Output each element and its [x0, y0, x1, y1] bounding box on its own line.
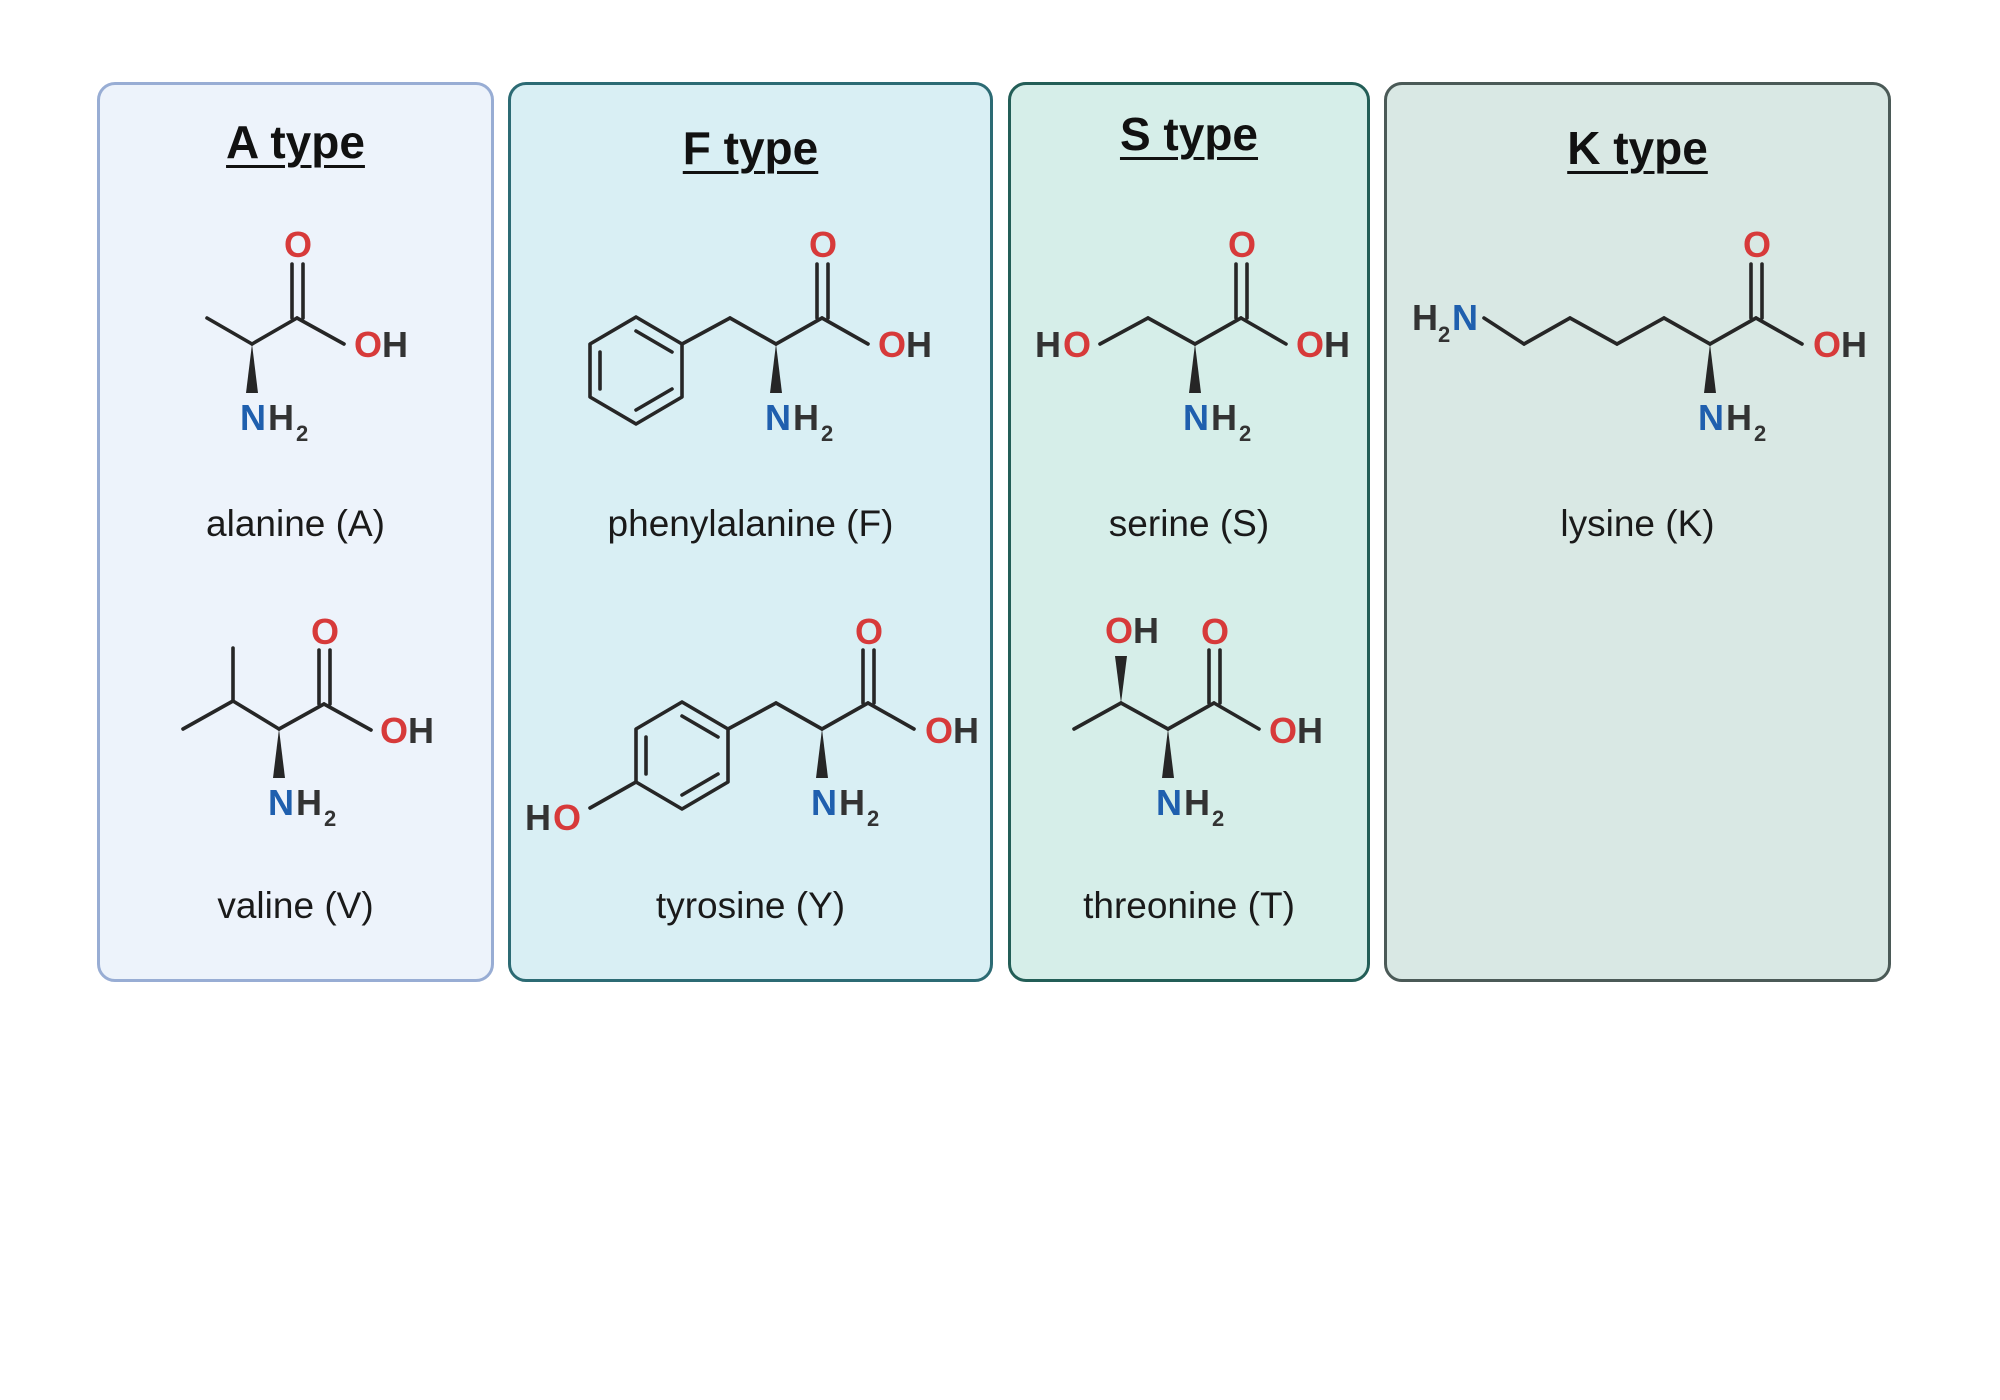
hydrogen-atom: H	[382, 324, 408, 365]
oxygen-atom: O	[553, 797, 581, 838]
hydrogen-atom: H	[1184, 782, 1210, 823]
subscript-2: 2	[324, 806, 336, 831]
panel-title: K type	[1567, 122, 1708, 174]
subscript-2: 2	[1438, 322, 1450, 347]
molecule-name: lysine (K)	[1560, 503, 1715, 544]
hydrogen-atom: H	[1841, 324, 1867, 365]
hydrogen-atom: H	[1297, 710, 1323, 751]
panel-title: S type	[1119, 108, 1259, 160]
nitrogen-atom: N	[1452, 297, 1478, 338]
panel-k-type: K type lysine (K)	[1384, 82, 1891, 982]
molecule-name: tyrosine (Y)	[655, 885, 846, 926]
oxygen-atom: O	[878, 324, 906, 365]
hydrogen-atom: H	[296, 782, 322, 823]
oxygen-atom: O	[1228, 224, 1256, 265]
hydrogen-atom: H	[1412, 297, 1438, 338]
panel-f-type: F type phenylalanine (F) tyrosine (Y)	[508, 82, 993, 982]
oxygen-atom: O	[1201, 611, 1229, 652]
oxygen-atom: O	[809, 224, 837, 265]
subscript-2: 2	[296, 421, 308, 446]
hydrogen-atom: H	[1726, 397, 1752, 438]
oxygen-atom: O	[925, 710, 953, 751]
nitrogen-atom: N	[1156, 782, 1182, 823]
hydrogen-atom: H	[906, 324, 932, 365]
nitrogen-atom: N	[268, 782, 294, 823]
serine-structure: H O O O H N H 2	[1035, 224, 1350, 446]
panel-s-type: S type serine (S) threonine (T)	[1008, 82, 1370, 982]
hydrogen-atom: H	[1211, 397, 1237, 438]
nitrogen-atom: N	[1698, 397, 1724, 438]
nitrogen-atom: N	[1183, 397, 1209, 438]
tyrosine-structure: H O O O H N H 2	[525, 611, 979, 838]
panel-title: A type	[226, 116, 365, 168]
hydrogen-atom: H	[793, 397, 819, 438]
panel-a-type: A type alanine (A) valine (V)	[97, 82, 494, 982]
oxygen-atom: O	[380, 710, 408, 751]
valine-structure: O O H N H 2	[181, 611, 434, 831]
oxygen-atom: O	[1105, 610, 1133, 651]
subscript-2: 2	[1754, 421, 1766, 446]
oxygen-atom: O	[1743, 224, 1771, 265]
oxygen-atom: O	[354, 324, 382, 365]
panel-title: F type	[682, 122, 819, 174]
molecule-name: serine (S)	[1108, 503, 1270, 544]
oxygen-atom: O	[1296, 324, 1324, 365]
lysine-structure: H 2 N O O H N H 2	[1412, 224, 1867, 446]
hydrogen-atom: H	[268, 397, 294, 438]
subscript-2: 2	[867, 806, 879, 831]
phenylalanine-structure: O O H N H 2	[588, 224, 932, 446]
hydrogen-atom: H	[839, 782, 865, 823]
nitrogen-atom: N	[240, 397, 266, 438]
nitrogen-atom: N	[765, 397, 791, 438]
molecule-name: alanine (A)	[206, 503, 385, 544]
hydrogen-atom: H	[1324, 324, 1350, 365]
molecule-name: valine (V)	[217, 885, 374, 926]
hydrogen-atom: H	[1133, 610, 1159, 651]
subscript-2: 2	[821, 421, 833, 446]
oxygen-atom: O	[1063, 324, 1091, 365]
subscript-2: 2	[1212, 806, 1224, 831]
oxygen-atom: O	[1813, 324, 1841, 365]
molecule-name: threonine (T)	[1083, 885, 1295, 926]
oxygen-atom: O	[311, 611, 339, 652]
threonine-structure: O H O O H N H 2	[1072, 610, 1323, 831]
hydrogen-atom: H	[953, 710, 979, 751]
hydrogen-atom: H	[1035, 324, 1061, 365]
nitrogen-atom: N	[811, 782, 837, 823]
hydrogen-atom: H	[408, 710, 434, 751]
molecule-name: phenylalanine (F)	[607, 503, 894, 544]
hydrogen-atom: H	[525, 797, 551, 838]
oxygen-atom: O	[284, 224, 312, 265]
oxygen-atom: O	[855, 611, 883, 652]
oxygen-atom: O	[1269, 710, 1297, 751]
alanine-structure: O O H N H 2	[205, 224, 408, 446]
subscript-2: 2	[1239, 421, 1251, 446]
